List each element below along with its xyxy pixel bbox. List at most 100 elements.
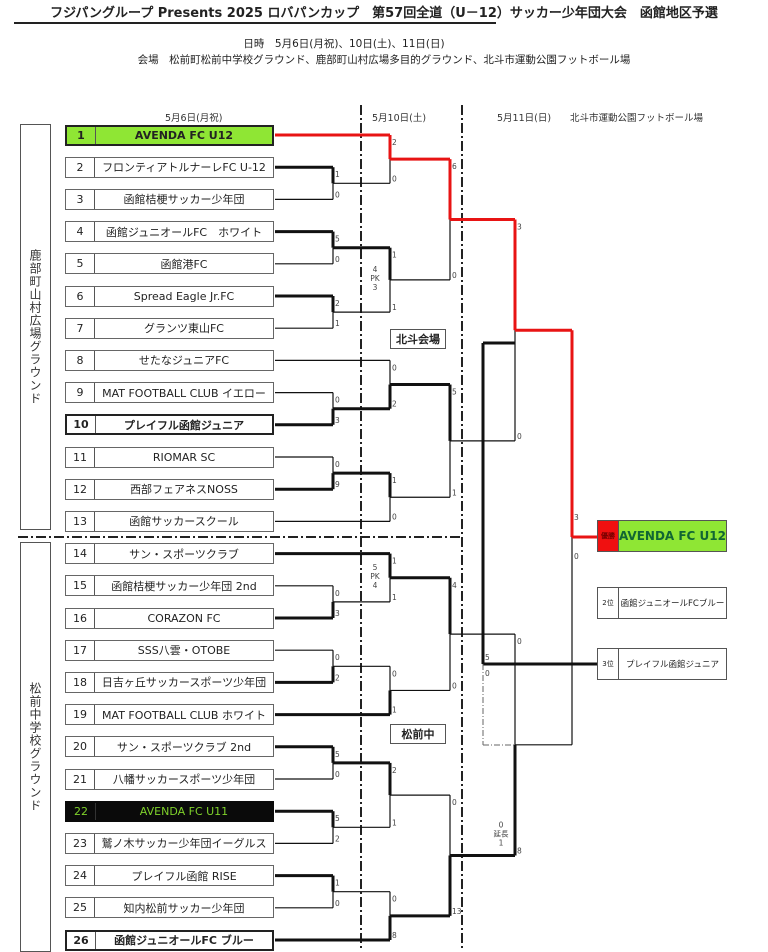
r2-score: 8: [392, 931, 397, 940]
result-champion: 優勝 AVENDA FC U12: [597, 520, 727, 552]
team-number: 1: [67, 126, 96, 144]
r1-score: 5: [335, 750, 340, 759]
team-name: サン・スポーツクラブ: [129, 547, 239, 561]
pk-note: PK: [370, 274, 381, 283]
day-label-may11: 5月11日(日) 北斗市運動公園フットボール場: [497, 113, 704, 124]
team-number: 12: [66, 479, 95, 499]
r1-score: 3: [335, 416, 340, 425]
team-name: 函館ジュニオールFC ホワイト: [105, 225, 263, 239]
rank-champion-label: 優勝: [598, 521, 619, 551]
team-name: RIOMAR SC: [152, 450, 216, 464]
qf-score: 1: [452, 488, 457, 497]
team-number: 16: [66, 608, 95, 628]
team-number: 17: [66, 640, 95, 660]
r1-score: 0: [335, 190, 340, 199]
venues-line: 会場 松前町松前中学校グラウンド、鹿部町山村広場多目的グラウンド、北斗市運動公園…: [137, 54, 631, 66]
r1-score: 5: [335, 235, 340, 244]
team-entry: 4 函館ジュニオールFC ホワイト: [65, 221, 274, 243]
r1-score: 1: [335, 879, 340, 888]
r2-score: 0: [392, 669, 397, 678]
day-label-may6: 5月6日(月祝): [165, 113, 223, 124]
qf-score: 0: [452, 681, 457, 690]
final-score: 0: [574, 552, 579, 561]
team-name: プレイフル函館ジュニア: [123, 418, 245, 432]
team-name: 知内松前サッカー少年団: [123, 901, 245, 915]
team-name: 八幡サッカースポーツ少年団: [112, 773, 256, 786]
r2-score: 2: [392, 400, 397, 409]
team-number: 24: [66, 866, 95, 886]
sf-score: 0: [517, 637, 522, 646]
team-number: 19: [66, 705, 95, 725]
runner-up-team-name: 函館ジュニオールFCブルー: [620, 599, 725, 609]
pk-note: 4: [373, 581, 378, 590]
rank-third-label: 3位: [598, 649, 619, 679]
team-number: 8: [66, 350, 95, 370]
sf-score: 3: [517, 223, 522, 232]
team-name: 函館港FC: [160, 257, 208, 271]
team-number: 2: [66, 157, 95, 177]
team-number: 9: [66, 383, 95, 403]
pk-note: 3: [373, 283, 378, 292]
team-number: 25: [66, 898, 95, 918]
rank-runner-up-label: 2位: [598, 588, 619, 618]
qf-score: 5: [452, 388, 457, 397]
result-runner-up: 2位 函館ジュニオールFCブルー: [597, 587, 727, 619]
r2-score: 1: [392, 593, 397, 602]
team-name: 西部フェアネスNOSS: [130, 483, 238, 497]
pk-note: 4: [373, 265, 378, 274]
r1-score: 0: [335, 460, 340, 469]
r1-score: 1: [335, 170, 340, 179]
r2-score: 1: [392, 818, 397, 827]
team-number: 23: [66, 833, 95, 853]
team-entry: 22 AVENDA FC U11: [65, 800, 274, 822]
side-venue-matsumae: 松前中学校グラウンド: [20, 542, 51, 952]
team-name: 函館桔梗サッカー少年団: [123, 193, 245, 207]
qf-score: 0: [452, 271, 457, 280]
team-name: サン・スポーツクラブ 2nd: [116, 740, 252, 754]
team-name: 日吉ヶ丘サッカースポーツ少年団: [101, 676, 267, 690]
r1-score: 0: [335, 396, 340, 405]
day-label-may10: 5月10日(土): [372, 113, 427, 124]
team-number: 22: [67, 802, 96, 820]
venue-box-hokuto: 北斗会場: [390, 329, 446, 349]
team-entry: 18 日吉ヶ丘サッカースポーツ少年団: [65, 671, 274, 693]
r1-score: 3: [335, 609, 340, 618]
r2-score: 2: [392, 766, 397, 775]
r1-score: 1: [335, 319, 340, 328]
team-name: せたなジュニアFC: [138, 354, 230, 368]
team-name: SSS八雲・OTOBE: [137, 644, 231, 658]
team-number: 18: [66, 672, 95, 692]
page-title: フジパングループ Presents 2025 ロバパンカップ 第57回全道（U－…: [50, 6, 718, 21]
team-number: 6: [66, 286, 95, 306]
team-number: 10: [67, 416, 96, 434]
side-venue-matsumae-label: 松前中学校グラウンド: [28, 682, 42, 812]
extra-time-note: 1: [499, 838, 504, 847]
team-number: 5: [66, 254, 95, 274]
team-number: 4: [66, 222, 95, 242]
team-entry: 8 せたなジュニアFC: [65, 349, 274, 371]
result-third-place: 3位 プレイフル函館ジュニア: [597, 648, 727, 680]
r1-score: 0: [335, 770, 340, 779]
r2-score: 0: [392, 363, 397, 372]
team-entry: 5 函館港FC: [65, 253, 274, 275]
team-name: AVENDA FC U11: [139, 804, 229, 818]
qf-score: 0: [452, 798, 457, 807]
team-entry: 12 西部フェアネスNOSS: [65, 478, 274, 500]
team-name: 函館ジュニオールFC ブルー: [114, 934, 254, 947]
side-venue-shikabe: 鹿部町山村広場グラウンド: [20, 124, 51, 530]
team-number: 15: [66, 576, 95, 596]
r2-score: 1: [392, 251, 397, 260]
qf-score: 4: [452, 581, 457, 590]
pk-note: PK: [370, 572, 381, 581]
r1-score: 0: [335, 899, 340, 908]
schedule-line: 日時 5月6日(月祝)、10日(土)、11日(日): [243, 38, 445, 50]
